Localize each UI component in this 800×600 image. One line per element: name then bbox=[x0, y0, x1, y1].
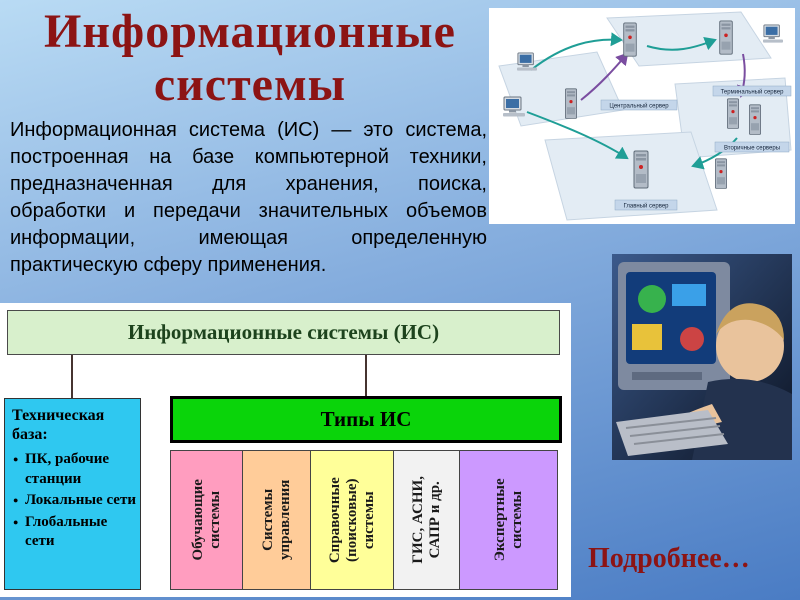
network-diagram: Центральный сервер Терминальный сервер В… bbox=[489, 8, 795, 224]
network-label: Главный сервер bbox=[623, 203, 669, 210]
child-computer-illustration bbox=[612, 254, 792, 460]
type-column-expert: Экспертные системы bbox=[459, 450, 558, 590]
type-column-label: Справочные (поисковые) системы bbox=[326, 477, 377, 563]
network-label: Терминальный сервер bbox=[721, 89, 785, 96]
types-header-box: Типы ИС bbox=[170, 396, 562, 443]
network-diagram-image: Центральный сервер Терминальный сервер В… bbox=[489, 8, 795, 224]
tech-base-item: ПК, рабочие станции bbox=[12, 450, 136, 489]
diagram-panel: Информационные системы (ИС) Техническая … bbox=[0, 303, 571, 597]
type-column-label: Системы управления bbox=[259, 479, 293, 561]
type-column-label: Экспертные системы bbox=[491, 478, 525, 562]
connector-line-left bbox=[71, 355, 73, 398]
type-column-management: Системы управления bbox=[242, 450, 311, 590]
type-column-gis-sapr: ГИС, АСНИ, САПР и др. bbox=[393, 450, 460, 590]
tech-base-title: Техническая база: bbox=[12, 407, 105, 444]
network-arrows bbox=[526, 32, 751, 170]
tech-base-item: Локальные сети bbox=[12, 491, 136, 511]
connector-line-right bbox=[365, 355, 367, 396]
diagram-root-box: Информационные системы (ИС) bbox=[7, 310, 560, 355]
type-column-label: Обучающие системы bbox=[189, 479, 223, 561]
more-link[interactable]: Подробнее… bbox=[588, 543, 750, 574]
types-row: Обучающие системы Системы управления Спр… bbox=[170, 450, 562, 590]
intro-paragraph: Информационная система (ИС) — это систем… bbox=[10, 119, 487, 276]
keyboard bbox=[616, 410, 728, 456]
tech-base-item: Глобальные сети bbox=[12, 513, 136, 552]
network-label: Вторичные серверы bbox=[724, 146, 780, 152]
crt-monitor bbox=[618, 262, 730, 390]
page-title-line1: Информационные bbox=[44, 5, 456, 58]
tech-base-box: Техническая база: ПК, рабочие станции Ло… bbox=[4, 398, 141, 590]
type-column-reference: Справочные (поисковые) системы bbox=[310, 450, 394, 590]
type-column-label: ГИС, АСНИ, САПР и др. bbox=[409, 476, 443, 564]
network-label: Центральный сервер bbox=[609, 103, 669, 110]
page-title-line2: системы bbox=[153, 57, 347, 111]
type-column-training: Обучающие системы bbox=[170, 450, 243, 590]
tech-base-list: ПК, рабочие станции Локальные сети Глоба… bbox=[12, 450, 136, 552]
page-title: Информационные системы bbox=[0, 5, 500, 112]
network-labels: Центральный сервер Терминальный сервер В… bbox=[600, 85, 792, 211]
child-computer-photo bbox=[612, 254, 792, 460]
